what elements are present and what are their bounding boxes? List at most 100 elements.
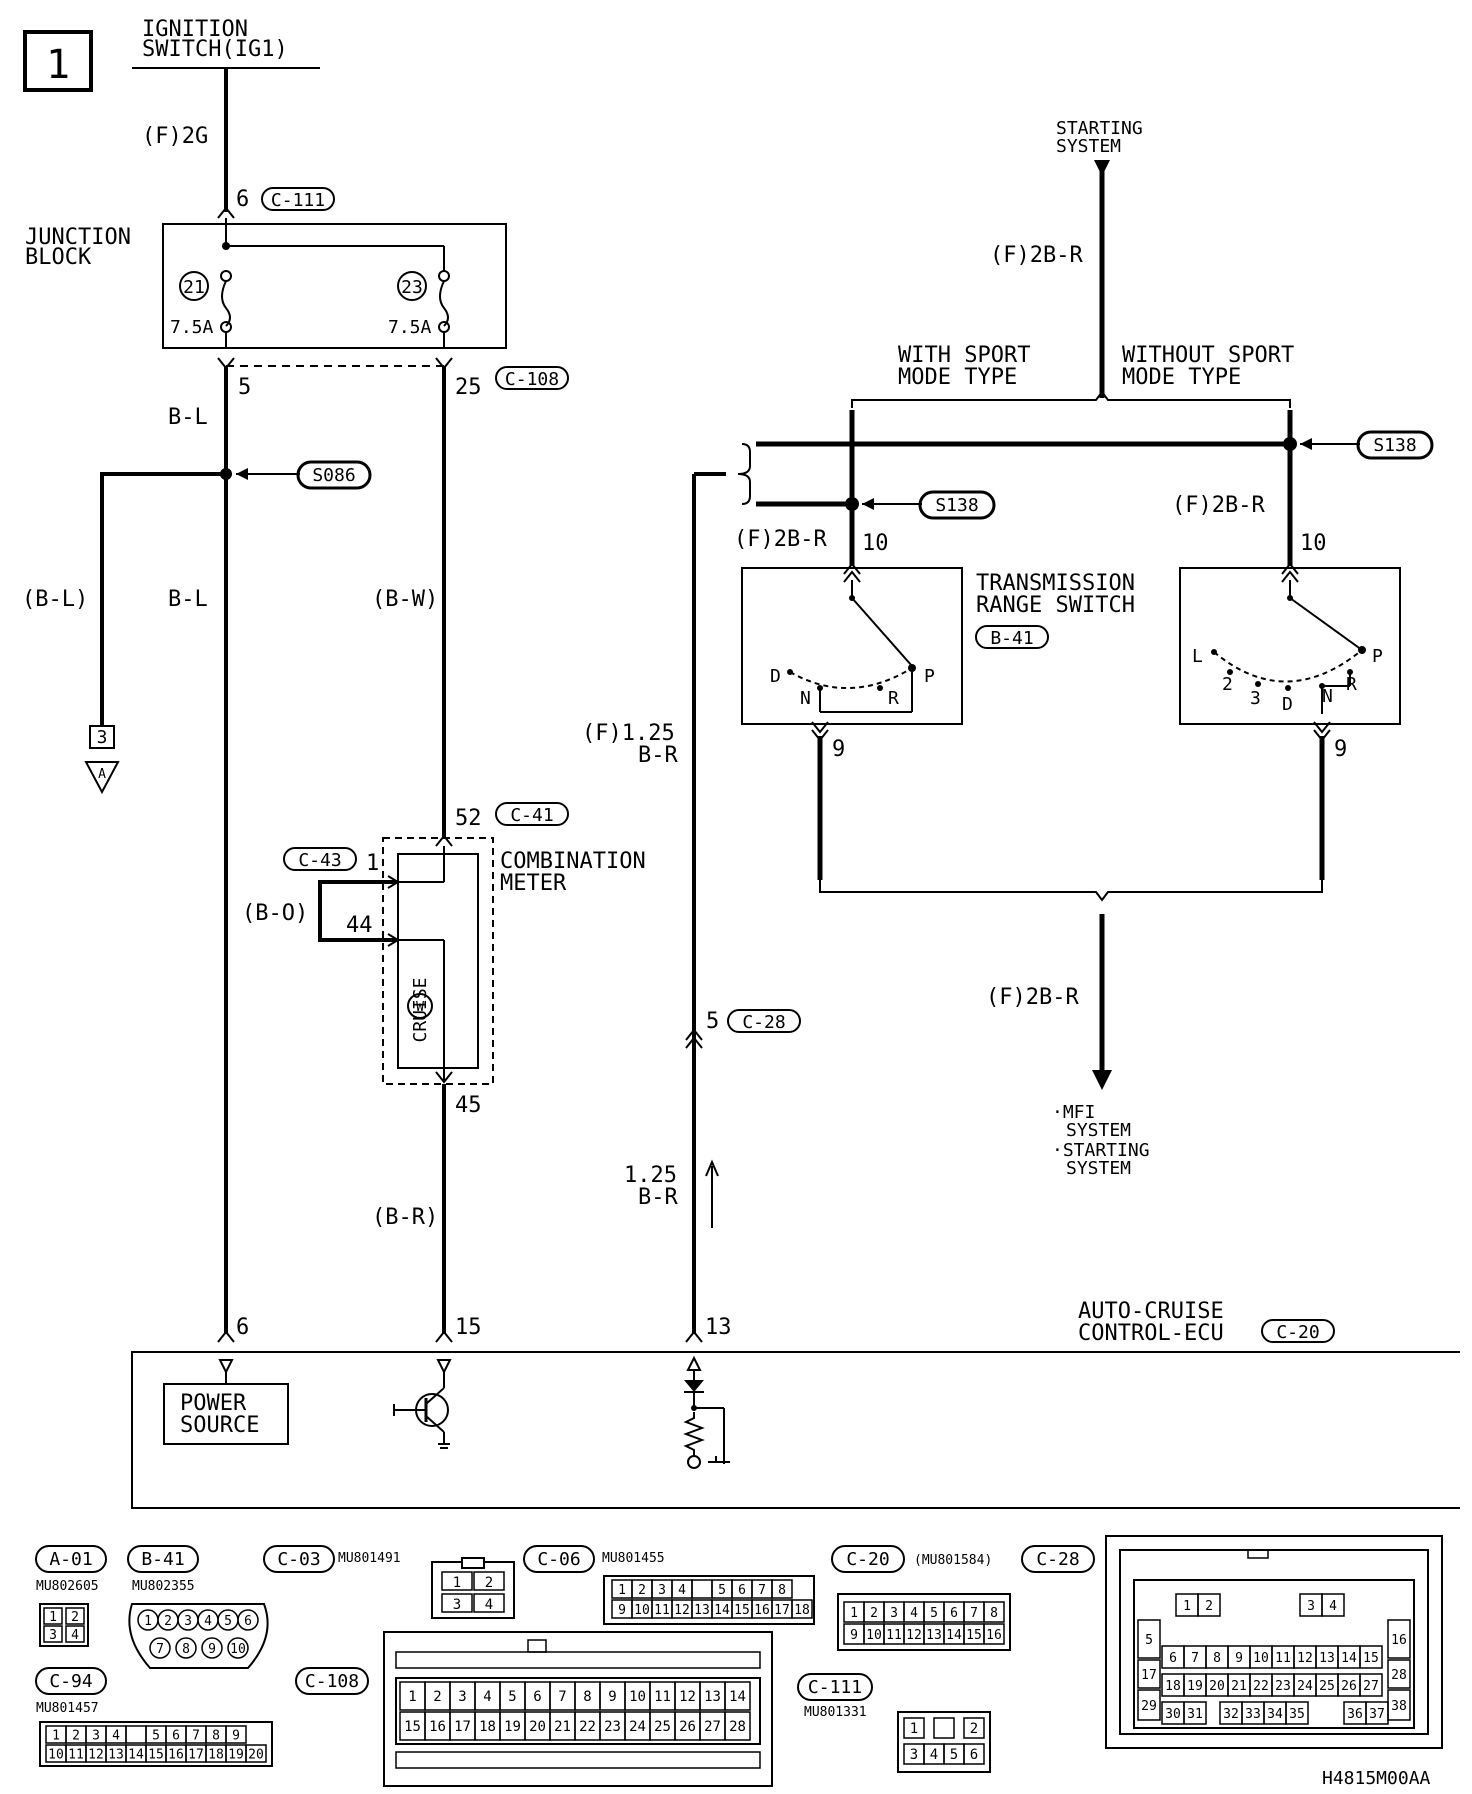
wire-bo-label: (B-O): [242, 901, 308, 926]
c108-pin-label: 6: [533, 1689, 541, 1705]
splice-tag-s138-a: [918, 490, 996, 520]
svg-text:(MU801584): (MU801584): [914, 1553, 992, 1568]
svg-text:C-94: C-94: [49, 1671, 92, 1692]
c20-pin-label: 9: [850, 1628, 858, 1643]
svg-text:3: 3: [1250, 688, 1261, 709]
wire-mfi-feed-label: (F)2B-R: [986, 985, 1079, 1010]
connector-tag-c43: [283, 847, 357, 871]
c28-pin-cell: [1387, 1689, 1411, 1721]
b41-pin-cell: [149, 1637, 171, 1659]
c28-connector-mark: [685, 1028, 703, 1049]
c06-pin-label: 14: [714, 1603, 730, 1618]
svg-text:C-06: C-06: [537, 1549, 580, 1570]
svg-text:C-20: C-20: [846, 1549, 889, 1570]
c28-pin-label: 32: [1223, 1707, 1239, 1722]
svg-text:7.5A: 7.5A: [170, 317, 214, 338]
svg-text:RANGE SWITCH: RANGE SWITCH: [976, 593, 1135, 618]
c108-pin-label: 2: [433, 1689, 441, 1705]
splice-s138-b-arrow: [1300, 438, 1312, 450]
c108-pin-label: 19: [504, 1719, 521, 1735]
c94-pin-label: 2: [72, 1729, 80, 1744]
c94-pin-label: 13: [108, 1748, 124, 1763]
c94-pin-label: 1: [52, 1729, 60, 1744]
connector-tag-c108: [495, 366, 569, 390]
c28-pin-label: 37: [1369, 1707, 1385, 1722]
meter-52-mark: [435, 834, 453, 847]
power-source-text-2: SOURCE: [180, 1413, 259, 1438]
meter-45-mark: [435, 1071, 453, 1084]
c20-pin-label: 13: [926, 1628, 942, 1643]
c06-pin-label: 6: [738, 1583, 746, 1598]
pin-ecu-13: 13: [705, 1315, 732, 1340]
c94-pin-label: 20: [248, 1748, 264, 1763]
c06-pin-label: 15: [734, 1603, 750, 1618]
svg-text:C-108: C-108: [305, 1671, 359, 1692]
c28-pin-cell: [1285, 1701, 1309, 1725]
c108-pin-label: 10: [629, 1689, 646, 1705]
c06-pin-label: 10: [634, 1603, 650, 1618]
svg-text:BLOCK: BLOCK: [25, 245, 92, 270]
b41-pin-cell: [237, 1609, 259, 1631]
c108-pin-label: 8: [583, 1689, 591, 1705]
trs-nosport-switch: L 2 3 D N R P: [1192, 580, 1383, 715]
splice-s086-arrow: [236, 468, 248, 480]
c20-pin-cell: [983, 1623, 1005, 1645]
c28-pin-label: 19: [1187, 1679, 1203, 1694]
svg-text:B-R: B-R: [638, 743, 678, 768]
c28-pin-label: 9: [1235, 1651, 1243, 1666]
svg-text:R: R: [1346, 674, 1357, 695]
meter-1-mark: [387, 875, 400, 889]
connector-tag-b41-text: B-41: [990, 628, 1033, 649]
c28-pin-cell: [1359, 1645, 1383, 1669]
c06-pin-label: 12: [674, 1603, 690, 1618]
trs-sport-box: [741, 567, 963, 725]
c108-pin-label: 7: [558, 1689, 566, 1705]
svg-text:MU801331: MU801331: [804, 1705, 867, 1720]
svg-text:MU801455: MU801455: [602, 1551, 665, 1566]
c28-pin-label: 38: [1391, 1699, 1407, 1714]
c20-pin-label: 1: [850, 1606, 858, 1621]
wire-br125-label: 1.25 B-R: [624, 1163, 678, 1210]
c06-pin-label: 3: [658, 1583, 666, 1598]
trs-sport-10-mark: [843, 562, 861, 583]
c94-pin-label: 8: [212, 1729, 220, 1744]
ecu-box: [131, 1351, 1460, 1509]
svg-text:MU802355: MU802355: [132, 1579, 195, 1594]
c20-pin-label: 12: [906, 1628, 922, 1643]
pin-c28-5: 5: [706, 1009, 719, 1034]
c06-pin-cell: [691, 1579, 713, 1599]
c94-pin-label: 16: [168, 1748, 184, 1763]
cruise-indicator-box: [397, 853, 479, 1069]
connector-tag-c43-text: C-43: [298, 850, 341, 871]
svg-text:1: 1: [49, 1610, 57, 1625]
pin-meter-1: 1: [366, 851, 379, 876]
c28-pin-cell: [1137, 1619, 1161, 1659]
c28-pin-label: 10: [1253, 1651, 1269, 1666]
svg-text:CONTROL-ECU: CONTROL-ECU: [1078, 1321, 1224, 1346]
svg-text:C-111: C-111: [808, 1677, 862, 1698]
bo-jumper: [318, 880, 398, 942]
svg-text:AUTO-CRUISE: AUTO-CRUISE: [1078, 1299, 1224, 1324]
c94-pin-label: 3: [92, 1729, 100, 1744]
input-circuit-icon: [683, 1355, 730, 1469]
pin-trs-sport-10: 10: [862, 531, 889, 556]
trs-nosport-box: [1179, 567, 1401, 725]
c94-pin-label: 14: [128, 1748, 144, 1763]
svg-text:23: 23: [401, 277, 423, 298]
b41-pin-label: 8: [182, 1642, 190, 1657]
c06-pin-label: 9: [618, 1603, 626, 1618]
cruise-lamp-letter: W: [416, 1000, 424, 1015]
splice-tag-s086: [296, 460, 372, 490]
c28-pin-label: 23: [1275, 1679, 1291, 1694]
c20-pin-label: 7: [970, 1606, 978, 1621]
connector-tag-c20-text: C-20: [1276, 1322, 1319, 1343]
svg-text:1: 1: [910, 1721, 918, 1737]
c94-pin-label: 17: [188, 1748, 204, 1763]
svg-text:1.25: 1.25: [624, 1163, 677, 1188]
ground-triangle: [84, 761, 120, 795]
c28-pin-label: 2: [1205, 1599, 1213, 1614]
b41-pin-label: 5: [224, 1614, 232, 1629]
